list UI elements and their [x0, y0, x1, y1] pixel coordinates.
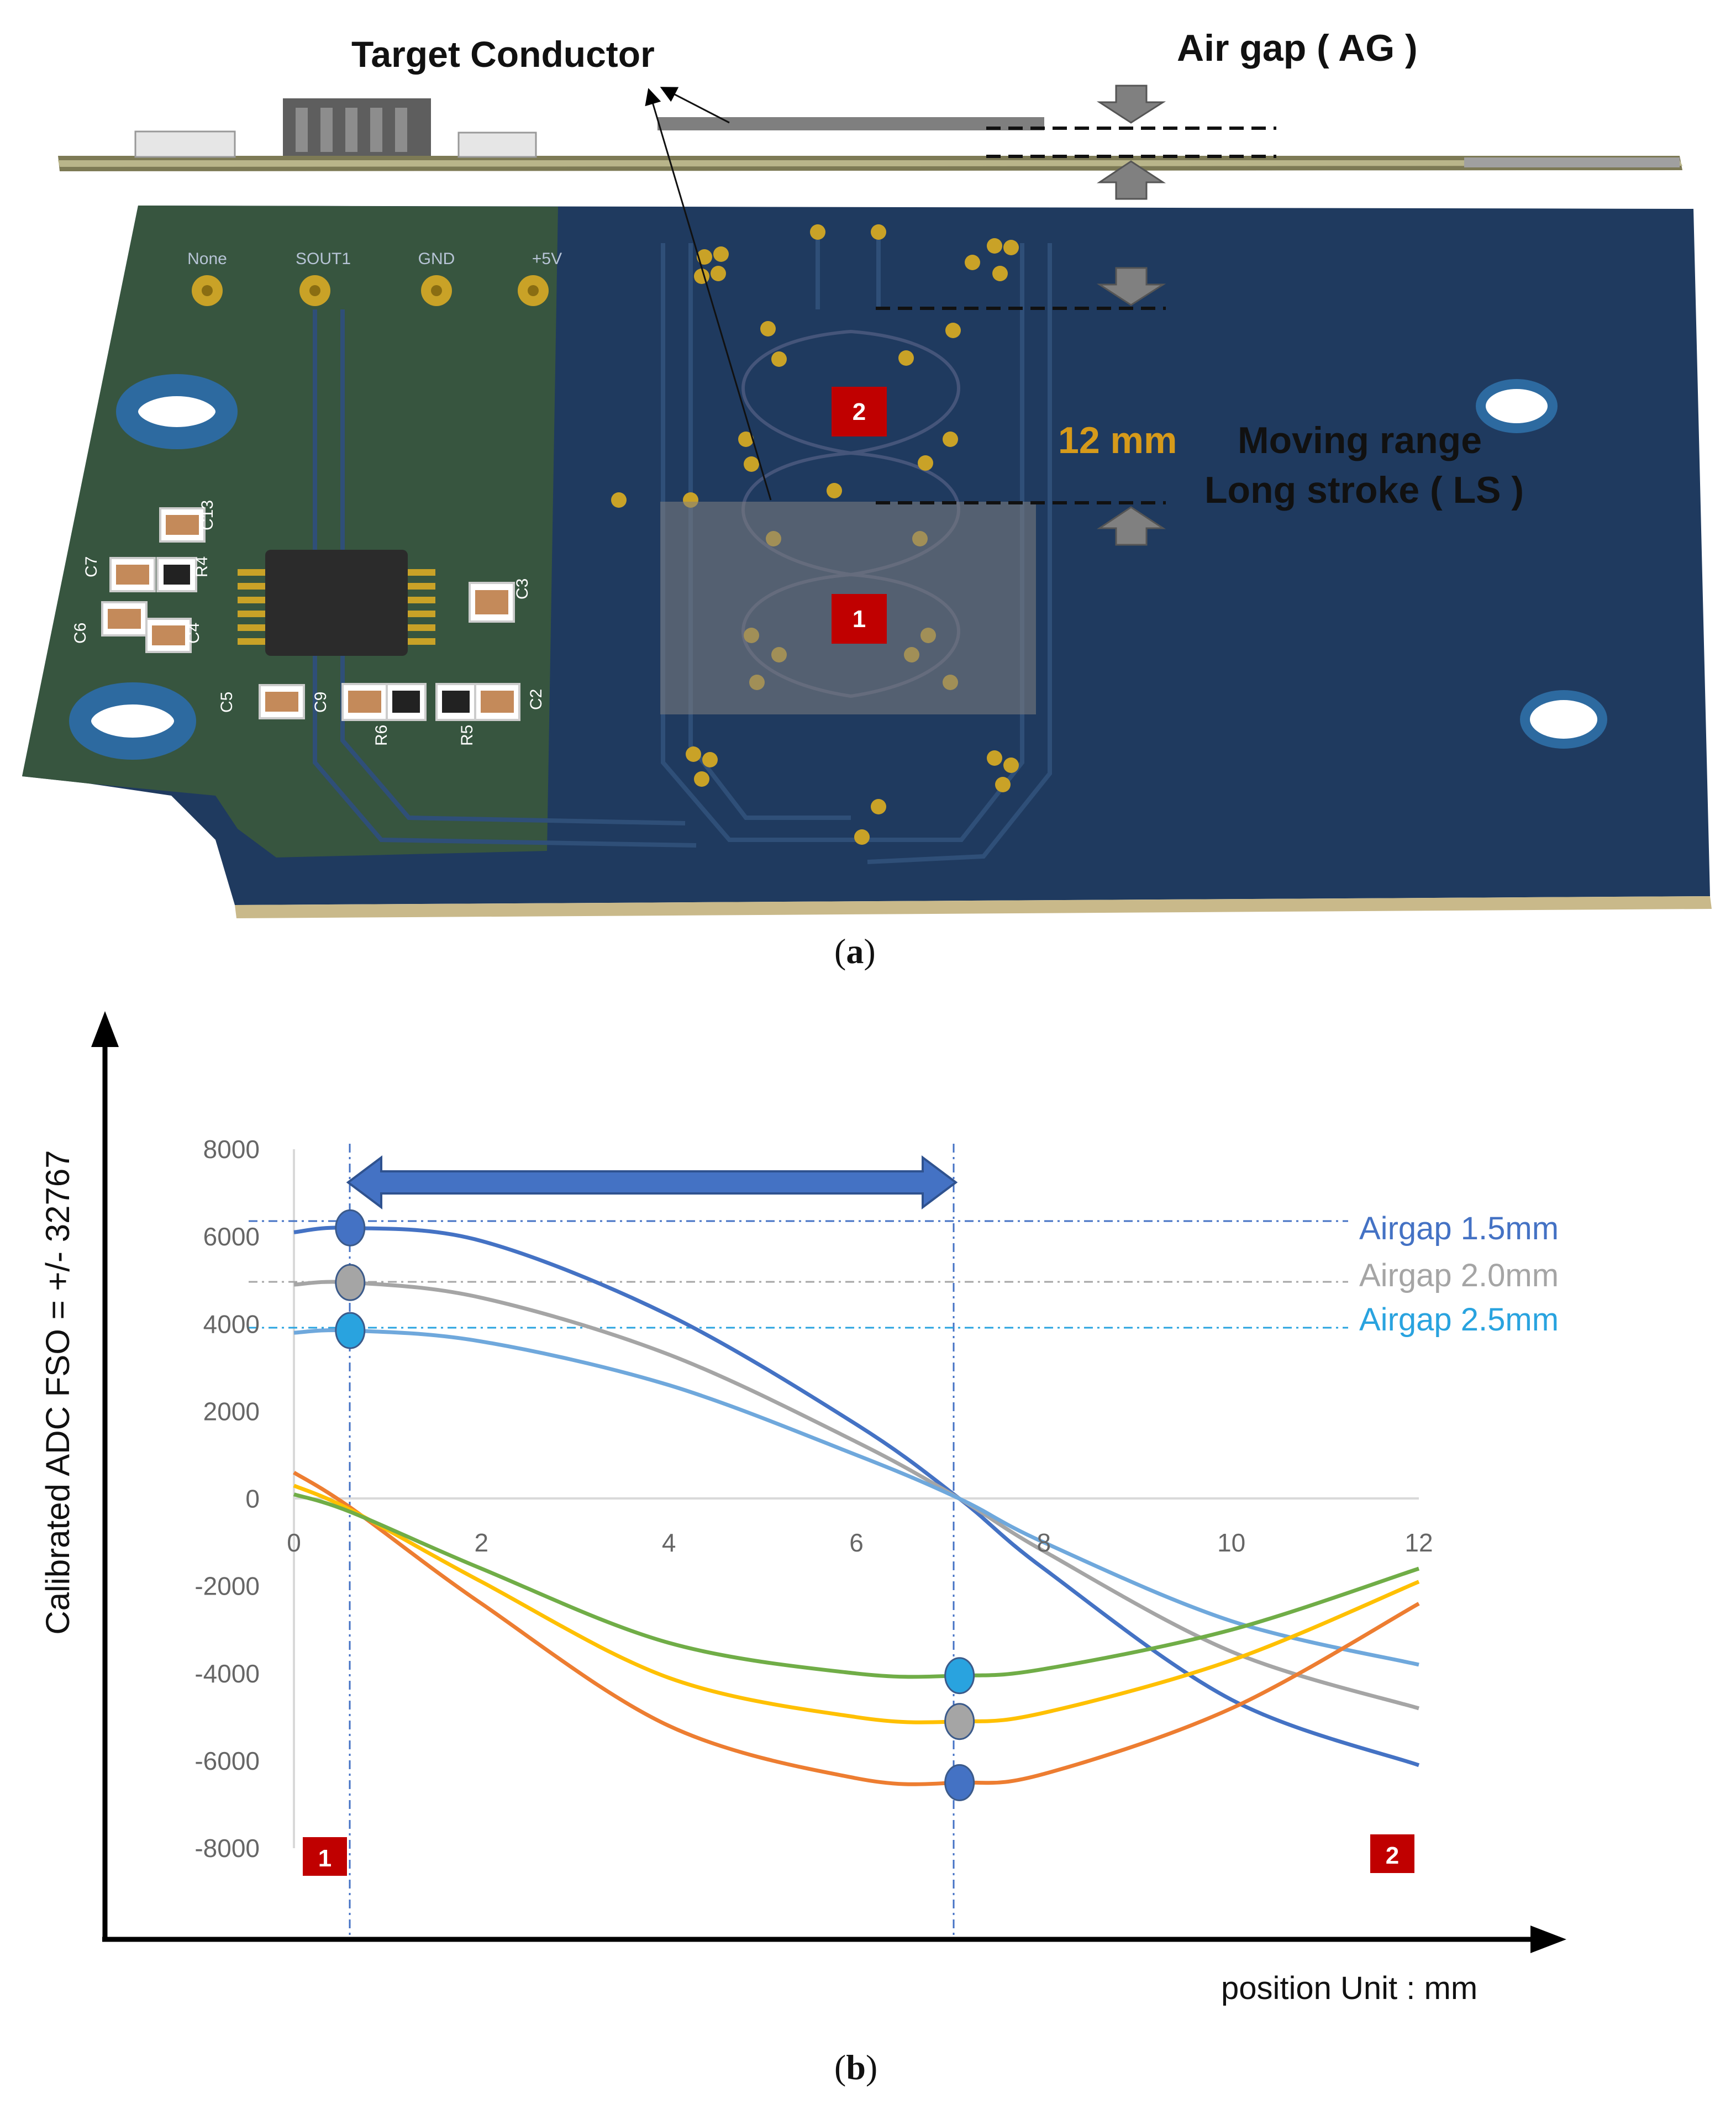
data-marker-4	[944, 1657, 975, 1695]
series-line-4	[293, 1471, 1420, 1786]
connector-pads	[192, 275, 549, 306]
y-tick-label: -6000	[194, 1747, 260, 1775]
y-tick-label: 8000	[203, 1135, 260, 1164]
component-label: C3	[513, 578, 532, 599]
series-line-6	[293, 1492, 1420, 1679]
x-axis-title: position Unit : mm	[1221, 1970, 1478, 2006]
y-tick-label: 2000	[203, 1397, 260, 1426]
component-label: R5	[458, 725, 476, 746]
component-label: C4	[185, 623, 203, 644]
target-conductor-label: Target Conductor	[351, 34, 655, 75]
x-tick-label: 10	[1217, 1528, 1245, 1557]
position-marker-1	[832, 594, 887, 644]
position-marker-2-label: 2	[853, 398, 866, 425]
air-gap-label: Air gap ( AG )	[1177, 27, 1418, 69]
component-label: C2	[527, 689, 545, 710]
chart-marker-1	[303, 1837, 347, 1876]
x-tick-label: 6	[849, 1528, 864, 1557]
component-label: C7	[82, 556, 101, 577]
data-marker-6	[944, 1764, 975, 1801]
x-tick-label: 8	[1037, 1528, 1051, 1557]
x-tick-label: 2	[475, 1528, 489, 1557]
marker-layer	[335, 1209, 975, 1801]
passive-components	[101, 507, 520, 721]
y-tick-label: -2000	[194, 1572, 260, 1601]
series-line-3	[293, 1328, 1419, 1667]
y-tick-label: 4000	[203, 1309, 260, 1338]
component-label: C6	[71, 623, 90, 644]
pad-label-sout1: SOUT1	[296, 250, 351, 268]
data-marker-3	[335, 1312, 366, 1349]
component-label: C5	[218, 692, 236, 713]
panel-a-label: (a)	[834, 932, 876, 971]
ic-chip	[265, 550, 408, 656]
long-stroke-label: Long stroke ( LS )	[1204, 469, 1524, 511]
pcb-green-region	[22, 206, 558, 858]
y-tick-label: -4000	[194, 1659, 260, 1688]
pcb-illustration: None SOUT1 GND +5V	[22, 85, 1712, 918]
position-marker-1-label: 1	[853, 606, 866, 633]
stroke-double-arrow	[346, 1155, 958, 1209]
series-layer	[293, 1225, 1420, 1786]
y-tick-label: 0	[245, 1485, 260, 1513]
pad-label-none: None	[187, 250, 227, 268]
series-line-1	[293, 1225, 1420, 1768]
panel-b-label: (b)	[834, 2048, 878, 2087]
pcb-traces	[313, 232, 1052, 864]
series-line-5	[293, 1484, 1420, 1724]
legend-item-airgap-2-5: Airgap 2.5mm	[1359, 1302, 1559, 1338]
tick-layer: 0 2 4 6 8 10 12 8000 6000 4000 2000 0 -2000 -4000 -600…	[194, 1135, 1433, 1863]
component-label: R6	[372, 725, 391, 746]
ic-pins	[238, 569, 435, 645]
x-tick-label: 0	[287, 1528, 301, 1557]
y-axis-title: Calibrated ADC FSO = +/- 32767	[39, 1150, 76, 1634]
chart-marker-2-label: 2	[1386, 1842, 1399, 1869]
chart-marker-2	[1370, 1834, 1414, 1873]
y-tick-label: 6000	[203, 1222, 260, 1251]
component-label: C13	[198, 500, 217, 530]
data-marker-5	[944, 1703, 975, 1740]
mounting-holes	[69, 374, 1607, 760]
legend-item-airgap-1-5: Airgap 1.5mm	[1359, 1211, 1559, 1246]
callout-line	[660, 87, 730, 124]
legend-item-airgap-2-0: Airgap 2.0mm	[1359, 1258, 1559, 1293]
series-line-2	[293, 1280, 1420, 1711]
moving-range-value: 12 mm	[1058, 419, 1177, 461]
position-marker-2	[832, 387, 887, 436]
component-label: C9	[312, 692, 330, 713]
x-tick-label: 4	[662, 1528, 676, 1557]
component-label: R4	[193, 556, 211, 577]
pad-label-gnd: GND	[418, 250, 455, 268]
gap-arrows	[1096, 85, 1166, 546]
pad-label-5v: +5V	[532, 250, 562, 268]
outer-x-axis-arrowhead	[1530, 1926, 1566, 1953]
pcb-board-edge	[235, 896, 1712, 918]
x-tick-label: 12	[1404, 1528, 1433, 1557]
y-tick-label: -8000	[194, 1834, 260, 1863]
moving-range-label: Moving range	[1238, 419, 1482, 461]
outer-y-axis-arrowhead	[91, 1011, 119, 1047]
data-marker-1	[335, 1209, 366, 1246]
dashed-reference-lines	[876, 127, 1276, 504]
callout-line	[645, 88, 772, 501]
chart-marker-1-label: 1	[318, 1845, 332, 1872]
data-marker-2	[335, 1264, 366, 1301]
